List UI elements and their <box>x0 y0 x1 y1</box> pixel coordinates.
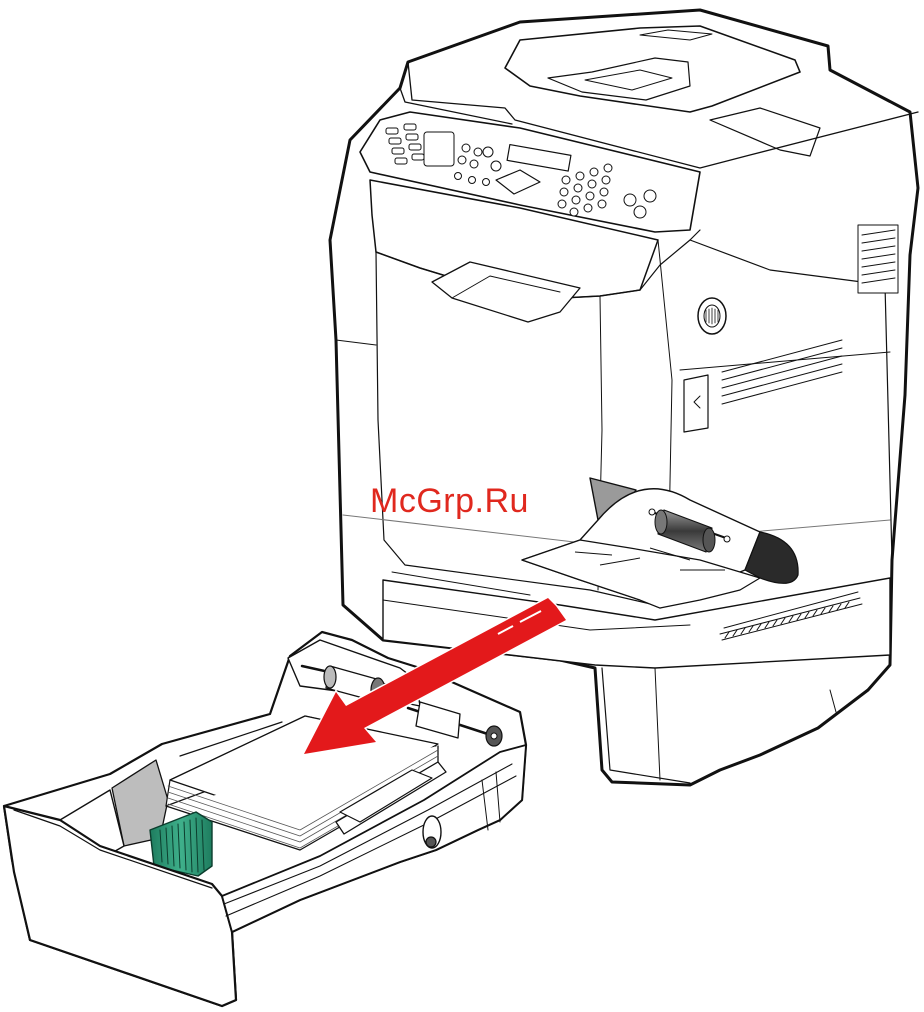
tray-lock-knob[interactable] <box>423 816 441 848</box>
lock-button-icon[interactable] <box>698 298 726 334</box>
paper-tray-illustration <box>4 632 526 1006</box>
